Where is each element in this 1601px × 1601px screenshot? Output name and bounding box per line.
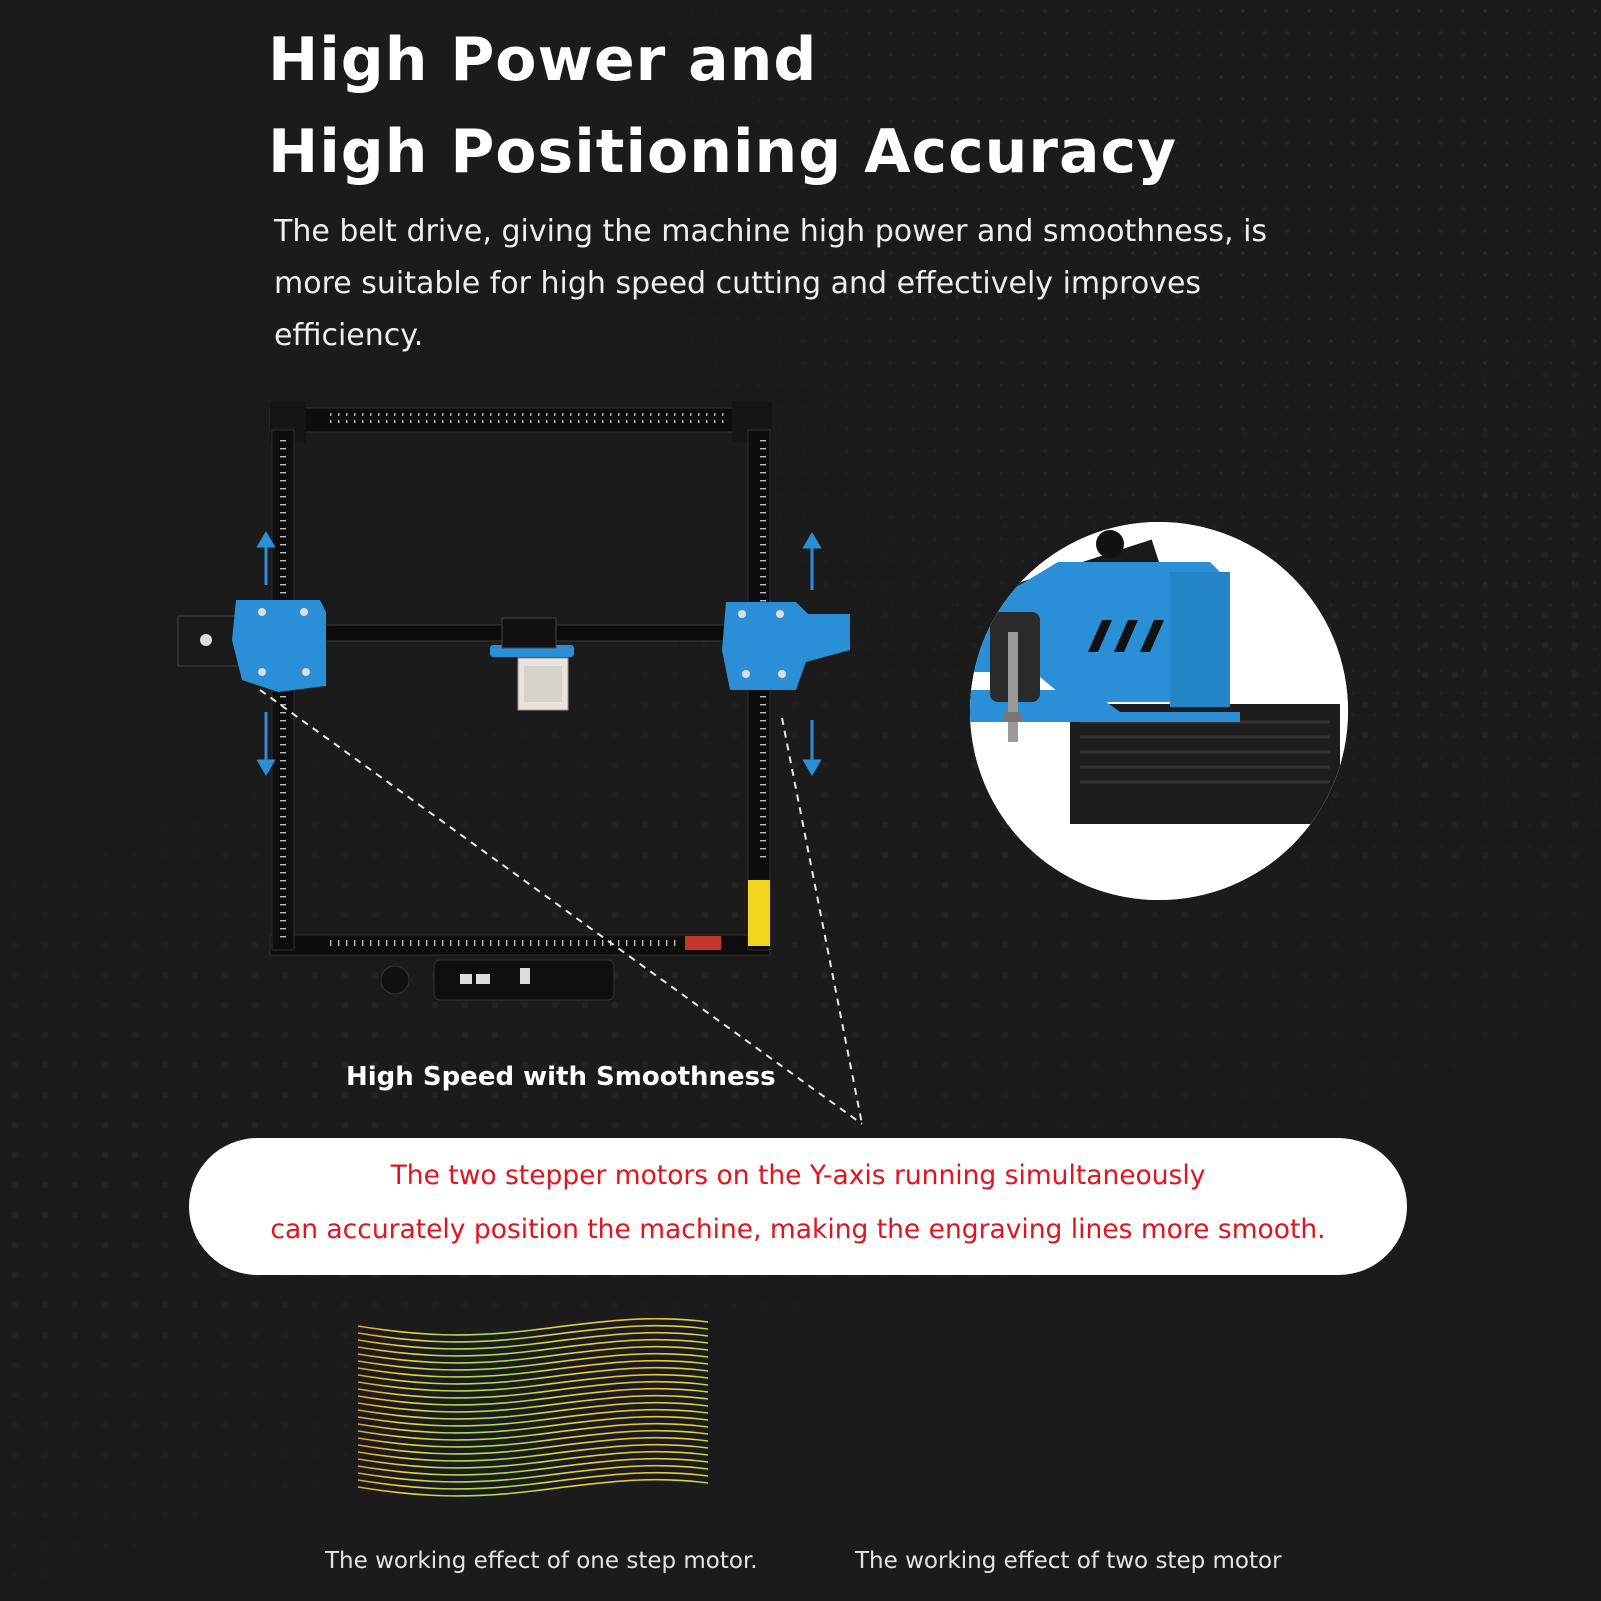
wavy-line [358,1394,708,1413]
wavy-line [358,1352,708,1371]
highlight-banner: The two stepper motors on the Y-axis run… [189,1138,1407,1275]
intro-paragraph: The belt drive, giving the machine high … [274,214,1268,353]
wavy-line [358,1471,708,1490]
wavy-line [358,1338,708,1357]
right-y-carriage [722,602,850,690]
wavy-line [358,1436,708,1455]
two-motor-effect-lines [884,1326,1238,1500]
wavy-line [358,1331,708,1350]
headline-line-2: High Positioning Accuracy [268,117,1178,187]
wavy-line [358,1408,708,1427]
wavy-line [358,1359,708,1378]
wavy-line [358,1464,708,1483]
straight-engraving-lines [884,1329,1238,1492]
one-motor-caption: The working effect of one step motor. [325,1548,758,1574]
two-motor-caption: The working effect of two step motor [855,1548,1282,1574]
stepper-motor-closeup [970,522,1348,900]
wavy-engraving-lines [358,1318,708,1497]
wavy-line [358,1457,708,1476]
wavy-line [358,1422,708,1441]
highlight-line-2: can accurately position the machine, mak… [270,1214,1326,1245]
wavy-line [358,1366,708,1385]
wavy-line [358,1429,708,1448]
wavy-line [358,1318,708,1336]
down-arrow-icon [256,712,822,776]
wavy-line [358,1324,708,1343]
wavy-line [358,1443,708,1462]
wavy-line [358,1478,708,1497]
diagram-caption: High Speed with Smoothness [346,1062,776,1092]
one-motor-effect-lines [358,1318,708,1498]
wavy-line [358,1380,708,1399]
headline-line-1: High Power and [268,25,818,95]
laser-engraver-frame-illustration [177,402,850,1001]
up-arrow-icon [256,531,822,590]
wavy-line [358,1415,708,1434]
wavy-line [358,1387,708,1406]
wavy-line [358,1345,708,1364]
left-y-carriage [232,600,326,692]
page-headline: High Power and High Positioning Accuracy [268,14,1177,198]
highlight-line-1: The two stepper motors on the Y-axis run… [390,1160,1206,1191]
wavy-line [358,1401,708,1420]
wavy-line [358,1450,708,1469]
wavy-line [358,1373,708,1392]
motor-detail-zoom [970,522,1348,900]
